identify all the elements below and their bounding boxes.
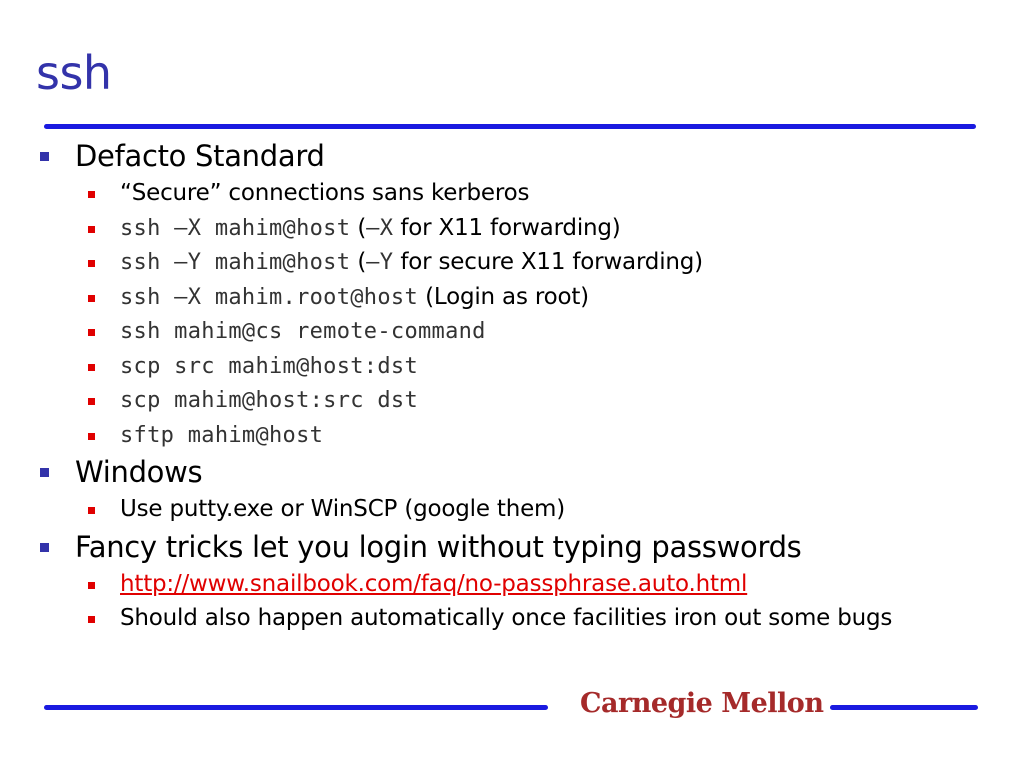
sub-bullet-item: “Secure” connections sans kerberos [36, 176, 996, 211]
square-bullet-icon [40, 542, 49, 552]
command-text: scp mahim@host:src dst [120, 388, 418, 413]
bullet-text: Fancy tricks let you login without typin… [75, 529, 802, 564]
bullet-item: Defacto Standard [36, 136, 996, 176]
sub-bullet-item: ssh mahim@cs remote-command [36, 314, 996, 349]
sub-bullet-text: (Login as root) [418, 283, 589, 310]
sub-bullet-item: ssh –X mahim@host (–X for X11 forwarding… [36, 211, 996, 246]
sub-bullet-text: Should also happen automatically once fa… [120, 605, 893, 631]
square-bullet-icon [88, 616, 95, 623]
sub-bullet-item: scp src mahim@host:dst [36, 349, 996, 384]
bullet-text: Defacto Standard [75, 139, 325, 173]
square-bullet-icon [88, 398, 95, 405]
sub-bullet-item: Should also happen automatically once fa… [36, 601, 996, 636]
command-text: ssh –X mahim.root@host [120, 284, 418, 310]
command-text: ssh –Y mahim@host [120, 250, 351, 275]
title-divider [44, 124, 976, 129]
square-bullet-icon [88, 363, 95, 371]
command-text: ssh –X mahim@host [120, 215, 351, 241]
sub-bullet-text: ( [350, 249, 367, 275]
square-bullet-icon [40, 468, 49, 477]
snailbook-link[interactable]: http://www.snailbook.com/faq/no-passphra… [120, 570, 748, 597]
flag-text: –X [366, 215, 394, 241]
square-bullet-icon [88, 294, 95, 302]
sub-bullet-text: for X11 forwarding) [393, 214, 621, 241]
bullet-item: Fancy tricks let you login without typin… [36, 527, 996, 567]
footer-divider-right [830, 705, 978, 710]
square-bullet-icon [88, 329, 95, 336]
footer-divider-left [44, 705, 548, 710]
sub-bullet-item: ssh –Y mahim@host (–Y for secure X11 for… [36, 245, 996, 280]
square-bullet-icon [88, 581, 95, 589]
bullet-item: Windows [36, 452, 996, 492]
carnegie-mellon-logo: Carnegie Mellon [580, 688, 824, 719]
slide-content: Defacto Standard “Secure” connections sa… [36, 136, 996, 636]
square-bullet-icon [88, 225, 95, 233]
sub-bullet-text: “Secure” connections sans kerberos [120, 180, 530, 206]
sub-bullet-item: scp mahim@host:src dst [36, 383, 996, 418]
square-bullet-icon [88, 507, 95, 514]
square-bullet-icon [40, 152, 49, 161]
sub-bullet-item: Use putty.exe or WinSCP (google them) [36, 492, 996, 527]
sub-bullet-text: ( [350, 214, 367, 241]
command-text: sftp mahim@host [120, 422, 324, 448]
sub-bullet-item: ssh –X mahim.root@host (Login as root) [36, 280, 996, 315]
bullet-text: Windows [75, 455, 203, 489]
command-text: ssh mahim@cs remote-command [120, 319, 486, 344]
square-bullet-icon [88, 260, 95, 267]
square-bullet-icon [88, 191, 95, 198]
command-text: scp src mahim@host:dst [120, 353, 418, 379]
sub-bullet-text: for secure X11 forwarding) [393, 249, 703, 275]
sub-bullet-text: Use putty.exe or WinSCP (google them) [120, 496, 566, 522]
sub-bullet-item: http://www.snailbook.com/faq/no-passphra… [36, 567, 996, 602]
square-bullet-icon [88, 432, 95, 440]
flag-text: –Y [366, 250, 394, 275]
slide-title: ssh [36, 46, 112, 100]
sub-bullet-item: sftp mahim@host [36, 418, 996, 453]
